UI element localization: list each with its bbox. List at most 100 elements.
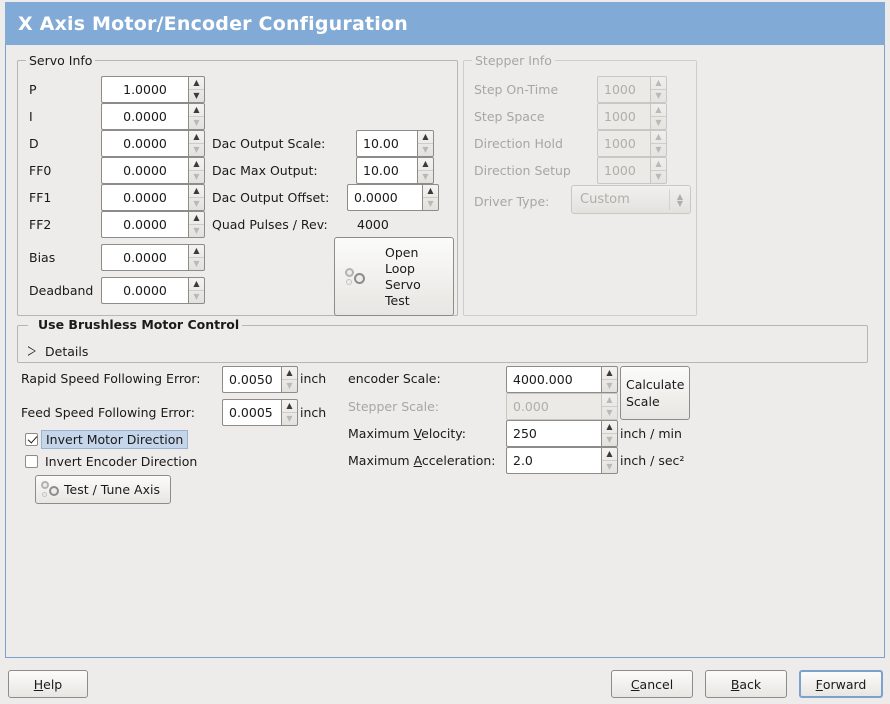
checkbox-box[interactable] (25, 433, 38, 446)
spin-up-icon[interactable]: ▲ (423, 185, 438, 198)
dac-output-scale-value[interactable]: 10.00 (356, 130, 417, 157)
servo-input-ff0-spinner[interactable]: ▲▼ (188, 157, 205, 184)
rapid-speed-following-error-input[interactable]: 0.0050 ▲▼ (222, 366, 298, 393)
invert-encoder-direction-checkbox[interactable]: Invert Encoder Direction (25, 454, 197, 469)
spin-up-icon[interactable]: ▲ (602, 421, 617, 434)
rapid-speed-spinner[interactable]: ▲▼ (281, 366, 298, 393)
direction-hold-value[interactable]: 1000 (597, 130, 650, 157)
spin-down-icon[interactable]: ▼ (606, 407, 613, 417)
open-loop-servo-test-button[interactable]: Open Loop Servo Test (334, 237, 454, 316)
spin-down-icon[interactable]: ▼ (606, 380, 613, 390)
spin-down-icon[interactable]: ▼ (193, 171, 200, 181)
encoder-scale-value[interactable]: 4000.000 (506, 366, 601, 393)
direction-hold-spinner[interactable]: ▲▼ (650, 130, 667, 157)
spin-down-icon[interactable]: ▼ (427, 198, 434, 208)
dac-max-output-value[interactable]: 10.00 (356, 157, 417, 184)
stepper-scale-input[interactable]: 0.000 ▲▼ (506, 393, 618, 420)
servo-input-bias-spinner[interactable]: ▲▼ (188, 244, 205, 271)
direction-setup-spinner[interactable]: ▲▼ (650, 157, 667, 184)
use-brushless-motor-control-checkbox[interactable]: Use Brushless Motor Control (28, 317, 243, 332)
checkbox-box[interactable] (25, 455, 38, 468)
dac-output-offset-spinner[interactable]: ▲▼ (422, 184, 439, 211)
direction-setup-value[interactable]: 1000 (597, 157, 650, 184)
spin-up-icon[interactable]: ▲ (602, 367, 617, 380)
spin-up-icon[interactable]: ▲ (189, 158, 204, 171)
spin-up-icon[interactable]: ▲ (602, 448, 617, 461)
servo-input-ff0[interactable]: 0.0000 ▲▼ (101, 157, 205, 184)
servo-input-ff1[interactable]: 0.0000 ▲▼ (101, 184, 205, 211)
stepper-scale-spinner[interactable]: ▲▼ (601, 393, 618, 420)
maximum-velocity-input[interactable]: 250 ▲▼ (506, 420, 618, 447)
encoder-scale-input[interactable]: 4000.000 ▲▼ (506, 366, 618, 393)
step-space-value[interactable]: 1000 (597, 103, 650, 130)
step-on-time-input[interactable]: 1000 ▲▼ (597, 76, 667, 103)
servo-input-i-value[interactable]: 0.0000 (101, 103, 188, 130)
servo-input-d-value[interactable]: 0.0000 (101, 130, 188, 157)
spin-up-icon[interactable]: ▲ (651, 158, 666, 171)
spin-up-icon[interactable]: ▲ (418, 158, 433, 171)
maximum-velocity-value[interactable]: 250 (506, 420, 601, 447)
servo-input-deadband[interactable]: 0.0000 ▲▼ (101, 277, 205, 304)
servo-input-deadband-spinner[interactable]: ▲▼ (188, 277, 205, 304)
direction-hold-input[interactable]: 1000 ▲▼ (597, 130, 667, 157)
chevron-right-icon[interactable] (28, 346, 37, 357)
servo-input-bias-value[interactable]: 0.0000 (101, 244, 188, 271)
maximum-acceleration-spinner[interactable]: ▲▼ (601, 447, 618, 474)
feed-speed-spinner[interactable]: ▲▼ (281, 399, 298, 426)
servo-input-ff1-value[interactable]: 0.0000 (101, 184, 188, 211)
details-disclosure[interactable]: Details (28, 344, 88, 359)
servo-input-ff2-spinner[interactable]: ▲▼ (188, 211, 205, 238)
dac-max-output-spinner[interactable]: ▲▼ (417, 157, 434, 184)
spin-up-icon[interactable]: ▲ (189, 212, 204, 225)
maximum-acceleration-value[interactable]: 2.0 (506, 447, 601, 474)
maximum-velocity-spinner[interactable]: ▲▼ (601, 420, 618, 447)
feed-speed-following-error-input[interactable]: 0.0005 ▲▼ (222, 399, 298, 426)
dac-output-scale-input[interactable]: 10.00 ▲▼ (356, 130, 434, 157)
spin-down-icon[interactable]: ▼ (655, 144, 662, 154)
spin-up-icon[interactable]: ▲ (282, 400, 297, 413)
spin-down-icon[interactable]: ▼ (655, 171, 662, 181)
step-on-time-value[interactable]: 1000 (597, 76, 650, 103)
stepper-scale-value[interactable]: 0.000 (506, 393, 601, 420)
spin-down-icon[interactable]: ▼ (606, 461, 613, 471)
servo-input-ff1-spinner[interactable]: ▲▼ (188, 184, 205, 211)
spin-up-icon[interactable]: ▲ (189, 278, 204, 291)
invert-motor-direction-checkbox[interactable]: Invert Motor Direction (25, 430, 189, 449)
spin-down-icon[interactable]: ▼ (655, 90, 662, 100)
spin-down-icon[interactable]: ▼ (286, 380, 293, 390)
step-space-input[interactable]: 1000 ▲▼ (597, 103, 667, 130)
spin-down-icon[interactable]: ▼ (193, 258, 200, 268)
servo-input-d-spinner[interactable]: ▲▼ (188, 130, 205, 157)
spin-down-icon[interactable]: ▼ (286, 413, 293, 423)
spin-up-icon[interactable]: ▲ (651, 104, 666, 117)
spin-down-icon[interactable]: ▼ (422, 171, 429, 181)
feed-speed-following-error-value[interactable]: 0.0005 (222, 399, 281, 426)
spin-up-icon[interactable]: ▲ (651, 131, 666, 144)
dac-output-offset-value[interactable]: 0.0000 (347, 184, 422, 211)
servo-input-deadband-value[interactable]: 0.0000 (101, 277, 188, 304)
servo-input-p[interactable]: 1.0000 ▲▼ (101, 76, 205, 103)
spin-down-icon[interactable]: ▼ (606, 434, 613, 444)
spin-up-icon[interactable]: ▲ (282, 367, 297, 380)
spin-down-icon[interactable]: ▼ (193, 117, 200, 127)
step-on-time-spinner[interactable]: ▲▼ (650, 76, 667, 103)
spin-down-icon[interactable]: ▼ (193, 198, 200, 208)
spin-down-icon[interactable]: ▼ (193, 144, 200, 154)
dac-output-offset-input[interactable]: 0.0000 ▲▼ (347, 184, 439, 211)
spin-up-icon[interactable]: ▲ (418, 131, 433, 144)
spin-up-icon[interactable]: ▲ (189, 245, 204, 258)
servo-input-i[interactable]: 0.0000 ▲▼ (101, 103, 205, 130)
driver-type-select[interactable]: Custom ▲▼ (571, 185, 691, 214)
spin-up-icon[interactable]: ▲ (189, 104, 204, 117)
calculate-scale-button[interactable]: Calculate Scale (620, 366, 690, 420)
direction-setup-input[interactable]: 1000 ▲▼ (597, 157, 667, 184)
dac-output-scale-spinner[interactable]: ▲▼ (417, 130, 434, 157)
spin-up-icon[interactable]: ▲ (189, 185, 204, 198)
servo-input-ff2-value[interactable]: 0.0000 (101, 211, 188, 238)
servo-input-ff0-value[interactable]: 0.0000 (101, 157, 188, 184)
spin-up-icon[interactable]: ▲ (189, 131, 204, 144)
servo-input-p-value[interactable]: 1.0000 (101, 76, 188, 103)
